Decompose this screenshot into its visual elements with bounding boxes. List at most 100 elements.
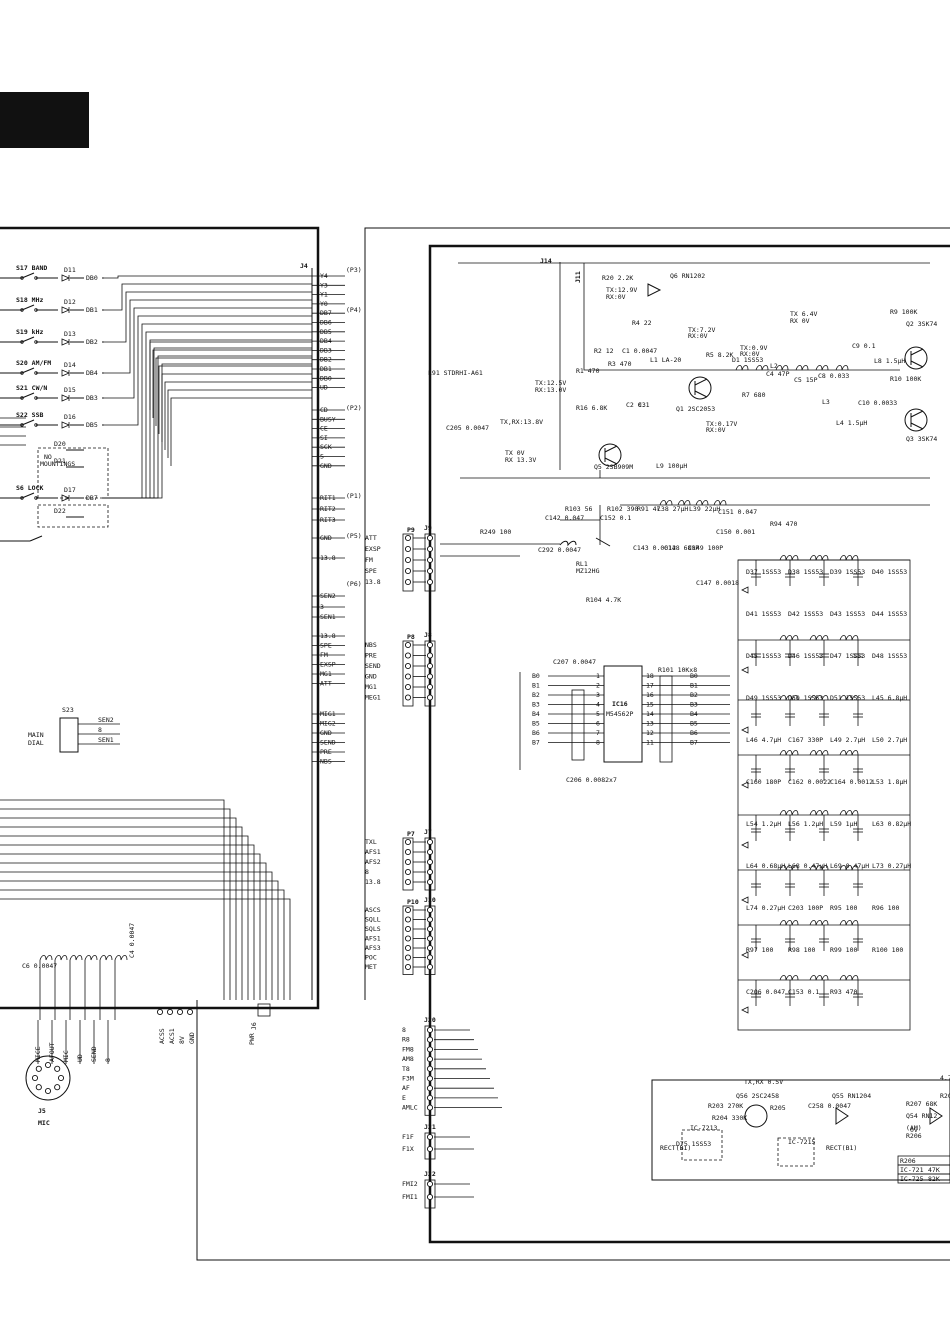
jack-pin xyxy=(426,652,434,659)
switch-label: S6 LOCK xyxy=(16,484,43,492)
ic16-pin-number: 8 xyxy=(596,739,600,747)
jack-label: J14 xyxy=(540,257,552,265)
table-cell: IC-725 xyxy=(900,1175,924,1183)
jack-pin xyxy=(426,641,434,649)
bottom-pin xyxy=(186,1008,194,1016)
filter-component-label: R100 100 xyxy=(872,946,903,954)
filter-component-label: D41 1SS53 xyxy=(746,610,781,618)
jack-pin xyxy=(426,556,434,564)
filter-component-label: L46 4.7µH xyxy=(746,736,781,744)
filter-component-label: C162 0.0022 xyxy=(788,778,831,786)
dial-pin-label: 8 xyxy=(98,726,102,734)
rf-component-label: Q3 3SK74 xyxy=(906,435,937,443)
bottom-right-label: R207 68K xyxy=(906,1100,937,1108)
plug-pin-label: TXL xyxy=(365,838,377,846)
switch-label: S20 AM/FM xyxy=(16,359,51,367)
filter-component-label: D46 1SS53 xyxy=(788,652,823,660)
plug-pin-label: SQLS xyxy=(365,925,381,933)
filter-component-label: D37 1SS53 xyxy=(746,568,781,576)
jack-pin xyxy=(426,545,434,553)
ic16-resistor-label: R101 10Kx8 xyxy=(658,666,697,674)
relay-component-label: C147 0.0018 xyxy=(696,579,739,587)
jack-label: J7 xyxy=(424,828,432,836)
filter-component-label: L74 0.27µH xyxy=(746,904,785,912)
bottom-pin xyxy=(166,1008,174,1016)
rf-component-label: RX 13.3V xyxy=(505,456,536,464)
jack-pin xyxy=(426,848,434,856)
bottom-right-label: Q56 2SC2458 xyxy=(736,1092,779,1100)
relay-component-label: C152 0.1 xyxy=(600,514,631,522)
rf-component-label: L2 xyxy=(770,362,778,370)
bottom-pin-label: ACS1 xyxy=(168,1028,176,1044)
jack-pin xyxy=(426,916,434,923)
plug-pin-label: AFS2 xyxy=(365,858,381,866)
dial-pin-label: SEN1 xyxy=(98,736,114,744)
jack-pin-label: R8 xyxy=(402,1036,410,1044)
plug-pin xyxy=(404,534,412,542)
rf-component-label: C5 15P xyxy=(794,376,818,384)
jack-label: J10 xyxy=(424,896,436,904)
filter-component-label: D48 1SS53 xyxy=(872,652,907,660)
jack-pin xyxy=(426,944,434,952)
switch-label: S21 CW/N xyxy=(16,384,47,392)
plug-ref: (P1) xyxy=(346,492,362,500)
rf-component-label: RX:13.0V xyxy=(535,386,566,394)
plug-pin xyxy=(404,838,412,846)
bottom-right-label: D75 1SS53 xyxy=(676,1140,711,1148)
filter-component-label: D42 1SS53 xyxy=(788,610,823,618)
plug-pin xyxy=(404,925,412,933)
rf-component-label: C4 47P xyxy=(766,370,790,378)
filter-component-label: R99 100 xyxy=(830,946,857,954)
plug-pin xyxy=(404,578,412,586)
jack-pin-label: FMI1 xyxy=(402,1193,418,1201)
filter-component-label: D38 1SS53 xyxy=(788,568,823,576)
jack-pin-label: E xyxy=(402,1094,406,1102)
relay-component-label: L39 22µH xyxy=(689,505,720,513)
diode-label: D15 xyxy=(64,386,76,394)
filter-component-label: L49 2.7µH xyxy=(830,736,865,744)
bottom-pin xyxy=(176,1008,184,1016)
filter-component-label: C203 100P xyxy=(788,904,823,912)
filter-component-label: C206 0.047 xyxy=(746,988,785,996)
bottom-right-label: TX,RX 0.5V xyxy=(744,1078,783,1086)
rf-component-label: D1 1SS53 xyxy=(732,356,763,364)
rf-component-label: L91 STDRHI-A61 xyxy=(428,369,483,377)
plug-pin xyxy=(404,683,412,691)
diode-label: D22 xyxy=(54,507,66,515)
filter-component-label: L69 0.47µH xyxy=(830,862,869,870)
jack-pin xyxy=(426,1193,434,1201)
switch-label: S17 BAND xyxy=(16,264,47,272)
dial-label: DIAL xyxy=(28,739,44,747)
jack-pin xyxy=(426,534,434,542)
plug-pin-label: 8 xyxy=(365,868,369,876)
ic16-pin-number: 14 xyxy=(646,710,654,718)
mic-jack-body xyxy=(25,1055,71,1101)
plug-pin xyxy=(404,545,412,553)
filter-component-label: R96 100 xyxy=(872,904,899,912)
filter-component-label: D51 1SS53 xyxy=(830,694,865,702)
ic16-input-label: B5 xyxy=(532,720,540,728)
plug-ref: (P6) xyxy=(346,580,362,588)
relay-component-label: R102 390 xyxy=(607,505,638,513)
plug-pin xyxy=(404,848,412,856)
filter-component-label: D44 1SS53 xyxy=(872,610,907,618)
plug-pin xyxy=(404,567,412,575)
bottom-right-label: 4.7K xyxy=(940,1074,950,1082)
jack-pin xyxy=(426,1085,434,1092)
jack-pin xyxy=(426,1026,434,1034)
jack-label: J9 xyxy=(424,524,432,532)
rf-unit-outline xyxy=(428,244,950,1244)
ic16-pin-number: 11 xyxy=(646,739,654,747)
rf-component-label: C1 0.0047 xyxy=(622,347,657,355)
plug-label: P10 xyxy=(407,898,419,906)
relay-component-label: C292 0.0047 xyxy=(538,546,581,554)
filter-component-label: C160 180P xyxy=(746,778,781,786)
filter-component-label: D39 1SS53 xyxy=(830,568,865,576)
plug-pin xyxy=(404,556,412,564)
filter-component-label: L68 0.47µH xyxy=(788,862,827,870)
